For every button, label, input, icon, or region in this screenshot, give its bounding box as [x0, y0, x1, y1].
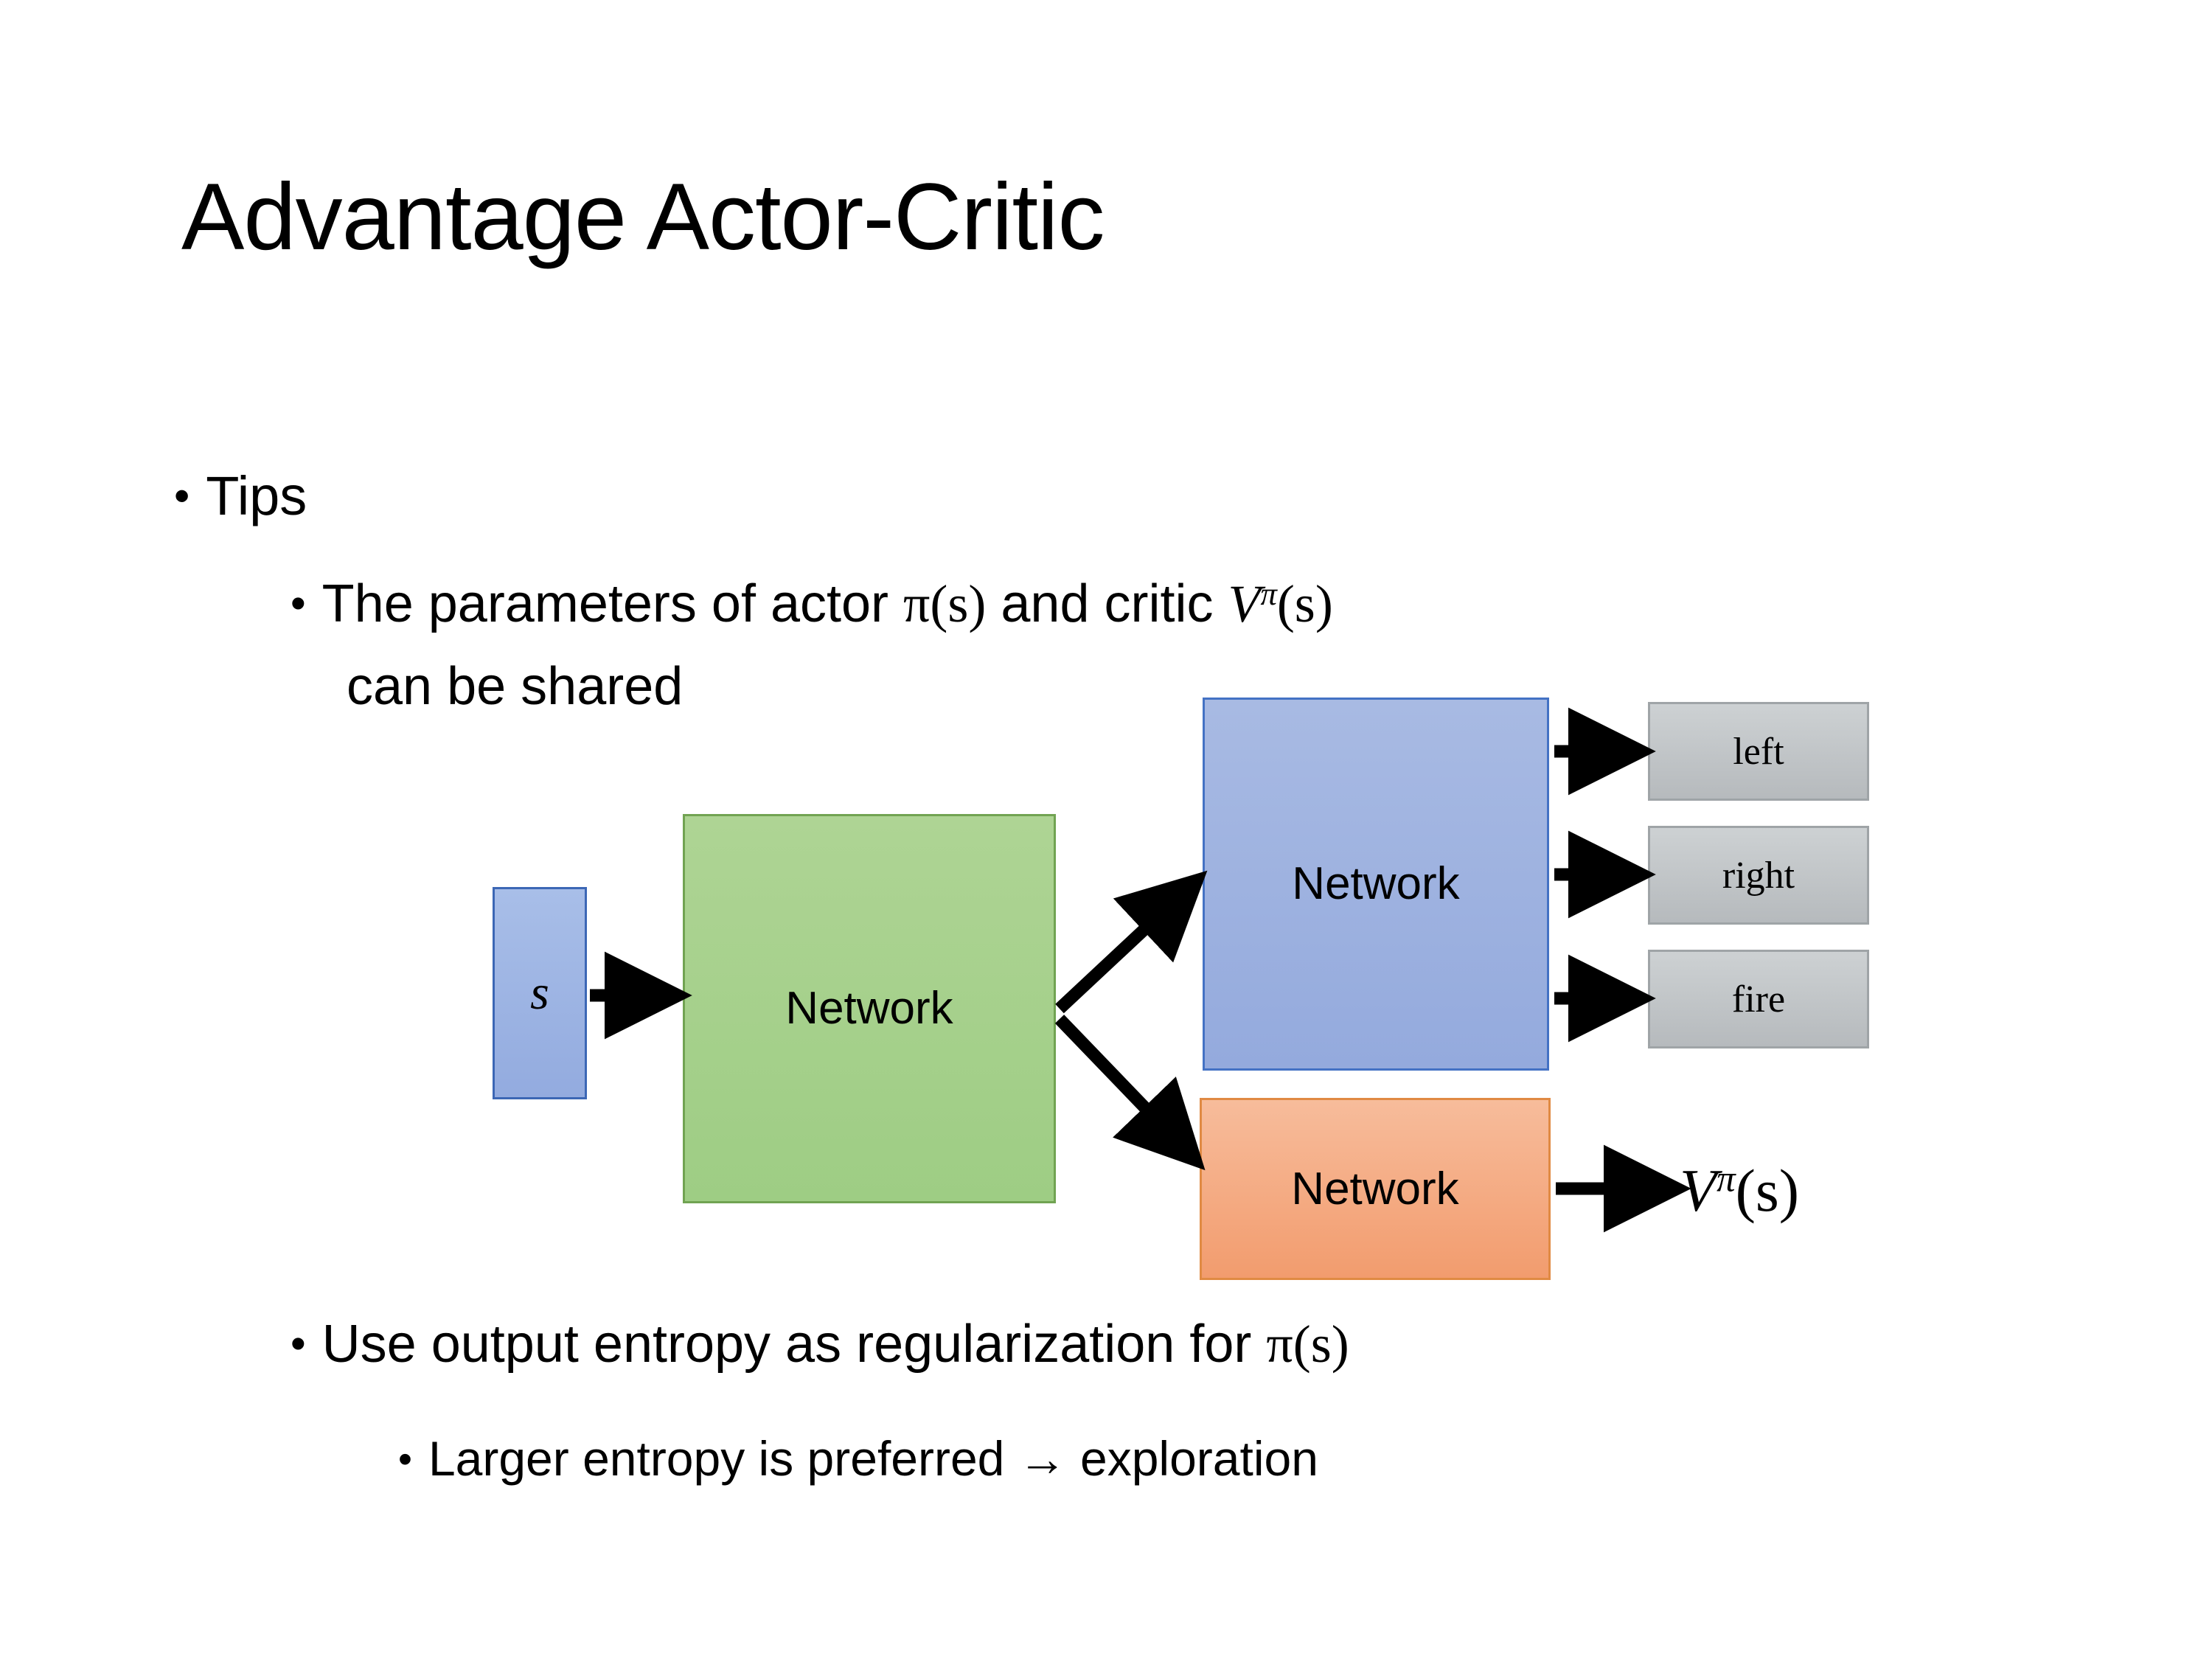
- entropy-text-pre: Use output entropy as regularization for: [321, 1315, 1267, 1374]
- bullet-entropy-regularization: • Use output entropy as regularization fo…: [291, 1314, 1349, 1375]
- bullet-tips: • Tips: [174, 465, 307, 527]
- shared-network-box: Network: [683, 814, 1056, 1203]
- critic-v-argument: (s): [1735, 1157, 1800, 1224]
- arrow-shared-to-critic: [1054, 1015, 1206, 1171]
- actor-network-box: Network: [1203, 698, 1549, 1071]
- action-output-left: left: [1648, 702, 1869, 801]
- bullet-larger-entropy: • Larger entropy is preferred → explorati…: [398, 1430, 1318, 1486]
- action-output-right-label: right: [1722, 854, 1795, 897]
- larger-entropy-label: Larger entropy is preferred → exploratio…: [428, 1431, 1318, 1486]
- bullet-tips-label: Tips: [206, 465, 307, 526]
- v-argument: (s): [1276, 574, 1333, 633]
- params-text-mid: and critic: [986, 574, 1228, 633]
- state-input-box: s: [493, 887, 587, 1099]
- action-output-left-label: left: [1733, 730, 1784, 773]
- action-output-fire: fire: [1648, 950, 1869, 1048]
- bullet-marker-icon: •: [291, 579, 306, 628]
- actor-network-label: Network: [1292, 858, 1460, 909]
- state-symbol: s: [530, 966, 549, 1020]
- critic-network-label: Network: [1291, 1163, 1459, 1214]
- critic-v-superscript-pi: π: [1717, 1158, 1736, 1200]
- critic-network-box: Network: [1200, 1098, 1551, 1280]
- bullet-marker-icon: •: [398, 1436, 412, 1481]
- action-output-fire-label: fire: [1731, 978, 1786, 1020]
- v-superscript-pi: π: [1260, 574, 1277, 612]
- v-symbol: V: [1228, 574, 1261, 633]
- bullet-marker-icon: •: [174, 470, 190, 521]
- shared-network-label: Network: [785, 983, 953, 1034]
- action-output-right: right: [1648, 826, 1869, 925]
- bullet-parameters-shared-line2: can be shared: [347, 657, 684, 716]
- pi-symbol: π: [1266, 1315, 1293, 1374]
- critic-v-symbol: V: [1680, 1157, 1717, 1224]
- params-text-pre: The parameters of actor: [321, 574, 904, 633]
- pi-symbol: π: [903, 574, 931, 633]
- page-title: Advantage Actor-Critic: [181, 164, 1105, 270]
- bullet-parameters-shared: •The parameters of actor π(s) and critic…: [291, 574, 1333, 635]
- critic-output-value: Vπ(s): [1680, 1156, 1799, 1225]
- bullet-marker-icon: •: [291, 1319, 306, 1368]
- arrow-shared-to-actor: [1055, 870, 1208, 1014]
- pi-argument: (s): [1293, 1315, 1349, 1374]
- pi-argument: (s): [930, 574, 987, 633]
